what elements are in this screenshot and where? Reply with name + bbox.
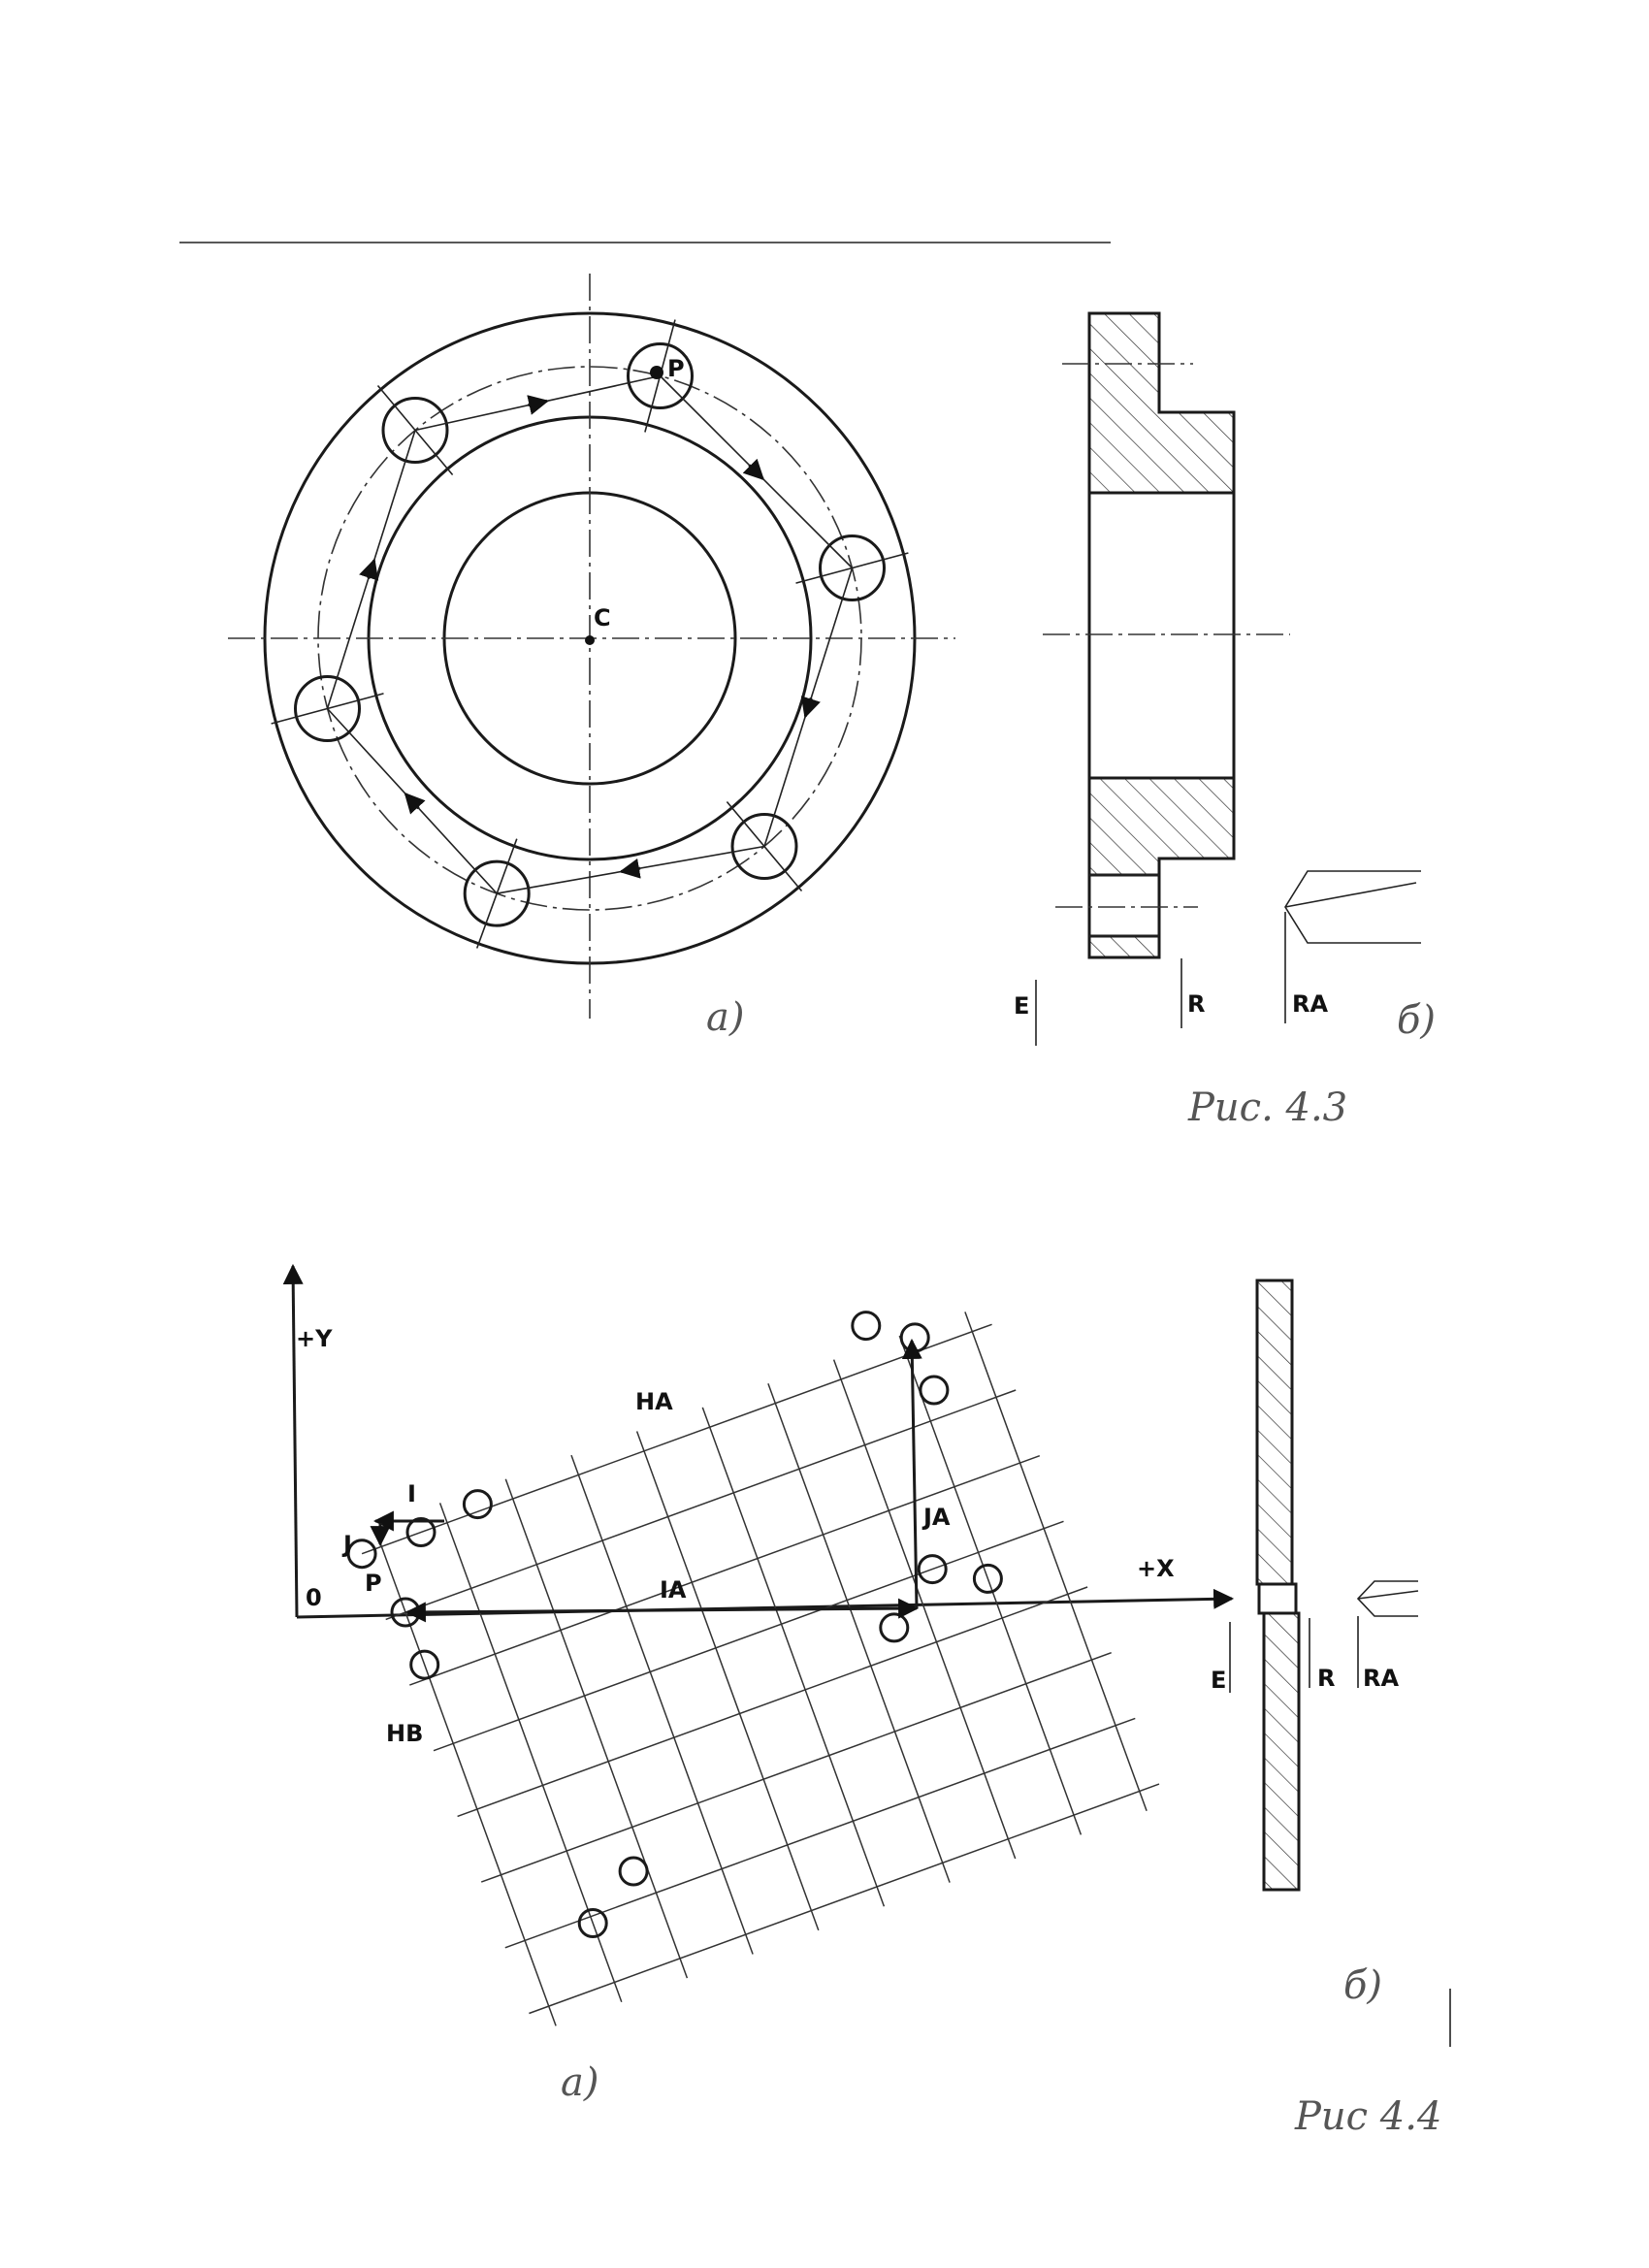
start-point-marker (650, 366, 663, 379)
tool-path (326, 374, 854, 894)
label-E: E (1014, 992, 1029, 1020)
grid-hole-7 (899, 1322, 930, 1353)
arrow-IA (404, 1598, 920, 1623)
label-HB: HB (386, 1720, 423, 1747)
grid-column-line (832, 1359, 1017, 1860)
fig43-section-view: E R RA б) (1014, 311, 1436, 1046)
grid-row-line (361, 1323, 992, 1555)
label-IA: IA (660, 1576, 687, 1604)
label-P-grid: P (365, 1570, 382, 1597)
grid-row-line (433, 1520, 1064, 1752)
grid-hole-5 (409, 1649, 440, 1680)
section-lower (1087, 776, 1236, 877)
label-X: +X (1137, 1555, 1175, 1582)
grid-column-line (898, 1335, 1083, 1835)
path-arrow-4 (404, 792, 426, 815)
grid-column-line (767, 1383, 951, 1883)
grid-row-line (457, 1586, 1088, 1818)
center-point (585, 635, 595, 645)
label-RA-2: RA (1363, 1665, 1399, 1692)
label-a-grid: a) (561, 2060, 598, 2105)
grid-hole-9 (917, 1554, 948, 1585)
label-P: P (667, 355, 685, 382)
label-O: 0 (306, 1584, 322, 1611)
path-arrow-5 (359, 558, 379, 581)
grid-row-line (504, 1717, 1136, 1949)
label-I: I (407, 1480, 416, 1507)
grid-column-line (438, 1503, 623, 2003)
label-J: J (341, 1531, 352, 1558)
grid-row-line (409, 1454, 1041, 1686)
plate-upper (1255, 1279, 1294, 1586)
grid-column-line (701, 1407, 886, 1907)
drill-tool-2 (1356, 1580, 1419, 1617)
grid-column-line (635, 1431, 820, 1931)
label-E-2: E (1211, 1667, 1226, 1694)
fig43-plan-view: P C a) (228, 274, 955, 1040)
caption-fig44: Рис 4.4 (1294, 2094, 1441, 2139)
bolt-hole-4 (463, 859, 531, 927)
label-HA: HA (635, 1388, 673, 1415)
grid-hole-1 (346, 1539, 377, 1570)
grid-row-line (480, 1651, 1112, 1883)
grid-row-line (385, 1389, 1017, 1621)
grid-hole-2 (405, 1517, 436, 1547)
label-Y: +Y (296, 1325, 333, 1352)
bolt-hole-2 (819, 535, 886, 601)
section-upper (1087, 311, 1236, 495)
grid-hole-3 (462, 1489, 493, 1520)
label-b: б) (1397, 998, 1436, 1043)
label-R: R (1187, 990, 1205, 1018)
label-RA: RA (1292, 990, 1328, 1018)
y-axis (282, 1263, 304, 1618)
bolt-hole-3 (730, 813, 798, 880)
grid-hole-6 (851, 1311, 882, 1342)
label-R-2: R (1317, 1665, 1335, 1692)
grid-column-line (570, 1454, 754, 1955)
hole-grid (361, 1312, 1160, 2026)
grid-hole-10 (972, 1563, 1003, 1594)
section-bottom-strip (1087, 934, 1161, 959)
grid-column-line (964, 1312, 1148, 1812)
label-JA: JA (922, 1504, 951, 1531)
path-arrow-1 (742, 458, 764, 481)
fig44-grid-view: +Y +X 0 HA HB I J P IA JA a) (282, 1263, 1235, 2105)
plate-hole (1257, 1582, 1298, 1615)
grid-column-line (373, 1526, 557, 2026)
arrow-JA (901, 1338, 922, 1609)
drill-tool (1284, 870, 1421, 944)
path-arrow-3 (619, 858, 641, 879)
label-C: C (594, 604, 611, 632)
bolt-hole-1 (627, 342, 694, 409)
path-arrow-2 (800, 696, 821, 719)
grid-hole-13 (577, 1908, 608, 1938)
caption-fig43: Рис. 4.3 (1187, 1085, 1347, 1130)
fig44-section-view: E R RA б) (1211, 1279, 1451, 2047)
bolt-hole-5 (294, 675, 361, 742)
grid-row-line (529, 1783, 1160, 2015)
bolt-hole-6 (381, 397, 449, 464)
grid-holes (346, 1311, 1003, 1938)
path-arrow-6 (527, 395, 550, 415)
plate-lower (1262, 1611, 1301, 1892)
grid-hole-11 (879, 1612, 910, 1643)
label-b-grid: б) (1343, 1963, 1382, 2008)
grid-hole-8 (919, 1375, 950, 1406)
section-outline (1087, 313, 1236, 959)
grid-column-line (504, 1478, 689, 1979)
grid-hole-12 (618, 1856, 649, 1887)
label-a: a) (706, 995, 744, 1040)
